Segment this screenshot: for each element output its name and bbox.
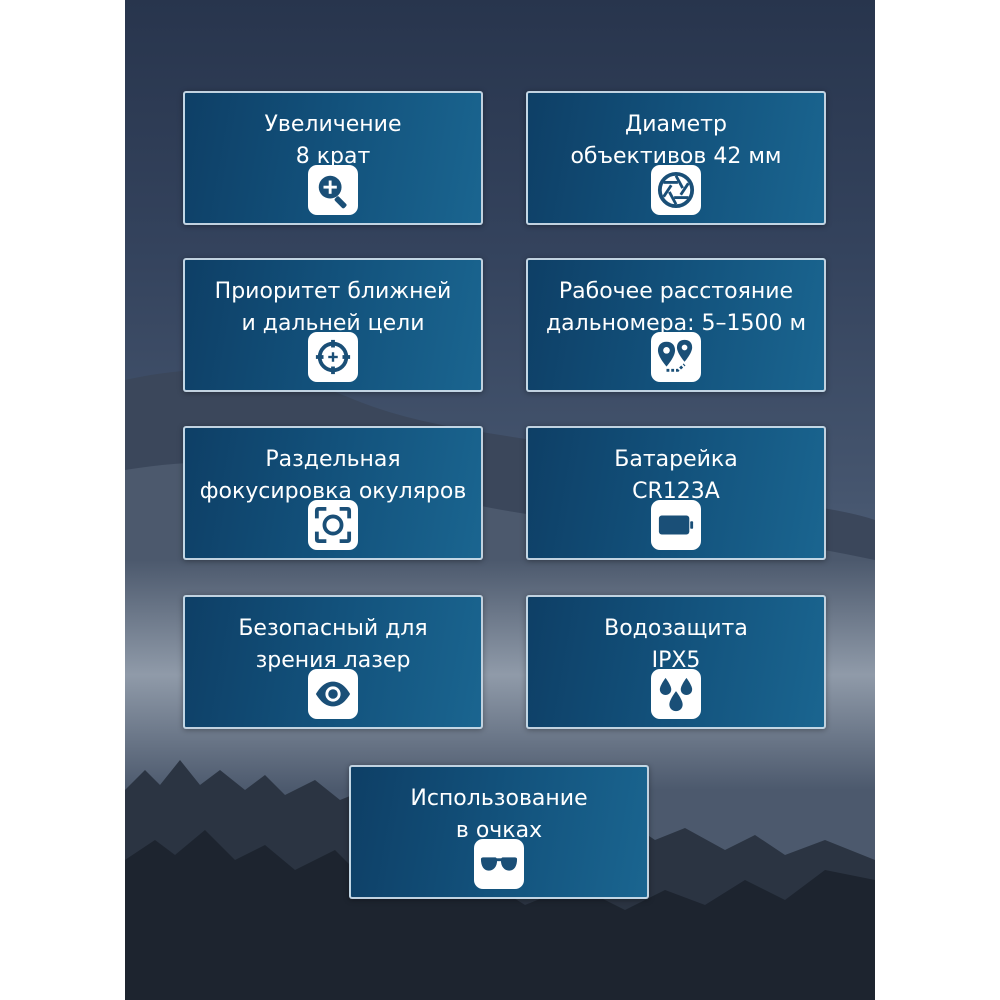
feature-label: Рабочее расстояние дальномера: 5–1500 м xyxy=(545,279,807,336)
feature-card: Рабочее расстояние дальномера: 5–1500 м xyxy=(526,258,826,392)
water-drops-icon xyxy=(651,669,701,719)
crosshair-icon xyxy=(308,332,358,382)
feature-label: Батарейка CR123A xyxy=(614,447,738,504)
feature-card: Диаметр объективов 42 мм xyxy=(526,91,826,225)
feature-label: Увеличение 8 крат xyxy=(264,112,402,169)
battery-icon xyxy=(651,500,701,550)
feature-label: Раздельная фокусировка окуляров xyxy=(199,447,467,504)
feature-label: Безопасный для зрения лазер xyxy=(238,616,428,673)
feature-card: Водозащита IPX5 xyxy=(526,595,826,729)
eye-icon xyxy=(308,669,358,719)
feature-card: Раздельная фокусировка окуляров xyxy=(183,426,483,560)
feature-label: Использование в очках xyxy=(410,786,588,843)
feature-card: Батарейка CR123A xyxy=(526,426,826,560)
feature-card: Безопасный для зрения лазер xyxy=(183,595,483,729)
feature-card: Увеличение 8 крат xyxy=(183,91,483,225)
feature-card: Использование в очках xyxy=(349,765,649,899)
eyeglasses-icon xyxy=(474,839,524,889)
feature-label: Приоритет ближней и дальней цели xyxy=(214,279,452,336)
feature-card: Приоритет ближней и дальней цели xyxy=(183,258,483,392)
magnifier-plus-icon xyxy=(308,165,358,215)
aperture-icon xyxy=(651,165,701,215)
feature-label: Диаметр объективов 42 мм xyxy=(570,112,782,169)
feature-label: Водозащита IPX5 xyxy=(604,616,748,673)
route-pins-icon xyxy=(651,332,701,382)
focus-frame-icon xyxy=(308,500,358,550)
